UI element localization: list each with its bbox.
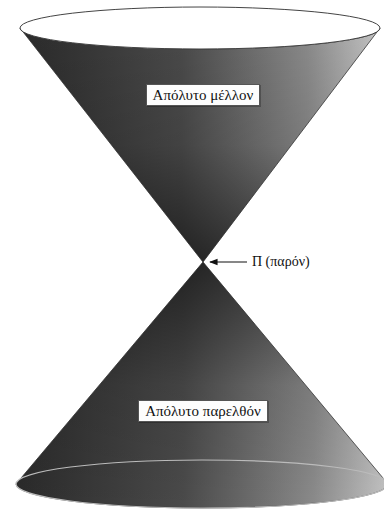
past-cone: Απόλυτο παρελθόν bbox=[10, 258, 384, 512]
region-label: Απόλυτο μέλλον bbox=[146, 84, 261, 106]
cone-base-rim bbox=[16, 460, 384, 508]
cone-shade bbox=[20, 28, 380, 262]
cone-body bbox=[20, 28, 380, 262]
cone-outline bbox=[16, 262, 384, 508]
future-cone: Απόλυτο μέλλον bbox=[18, 4, 382, 266]
cone-opening bbox=[20, 7, 380, 49]
present-label: Π (παρόν) bbox=[250, 253, 312, 270]
cone-shape bbox=[18, 4, 382, 266]
leader-line bbox=[210, 261, 247, 262]
cone-body bbox=[16, 262, 384, 508]
cone-shape bbox=[10, 258, 384, 512]
region-label: Απόλυτο παρελθόν bbox=[138, 400, 268, 422]
cone-shade bbox=[16, 262, 384, 508]
cone-outline bbox=[20, 28, 380, 262]
